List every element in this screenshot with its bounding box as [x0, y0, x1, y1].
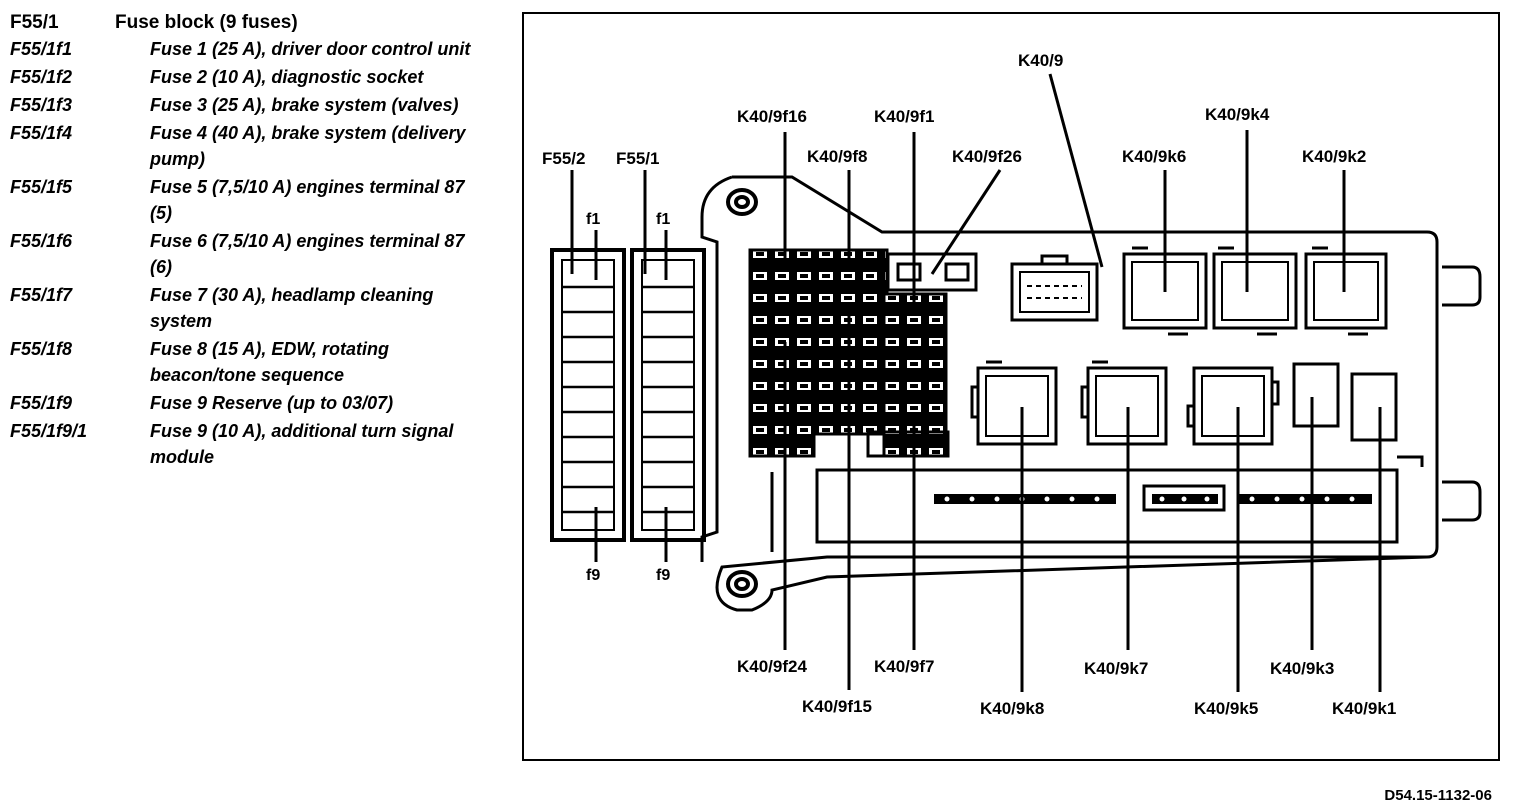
- legend-header-code: F55/1: [10, 12, 59, 33]
- label-k40-9k2: K40/9k2: [1302, 147, 1366, 166]
- reference-code: D54.15-1132-06: [1384, 787, 1492, 804]
- relay-k40-9k4: [1212, 246, 1298, 336]
- fuse-matrix: [748, 248, 950, 458]
- leader-lines: [570, 73, 1382, 692]
- label-k40-9k3: K40/9k3: [1270, 659, 1334, 678]
- legend-desc: Fuse 9 Reserve (up to 03/07): [150, 393, 394, 413]
- relay-k40-9k5: [1186, 366, 1280, 446]
- legend-header-desc: Fuse block (9 fuses): [115, 12, 298, 33]
- legend-code: F55/1f7: [10, 285, 73, 305]
- label-k40-9f8: K40/9f8: [807, 147, 867, 166]
- label-k40-9k6: K40/9k6: [1122, 147, 1186, 166]
- fuse-strip-f55-1: [630, 248, 706, 542]
- fuse-legend: F55/1 Fuse block (9 fuses) F55/1f1 Fuse 1…: [10, 10, 505, 472]
- connector-bar: [934, 484, 1372, 512]
- mounting-hole: [726, 188, 758, 216]
- legend-code: F55/1f6: [10, 231, 73, 251]
- legend-desc: Fuse 9 (10 A), additional turn signal mo…: [150, 421, 454, 467]
- legend-row: F55/1f4 Fuse 4 (40 A), brake system (deli…: [10, 120, 505, 172]
- legend-row: F55/1f6 Fuse 6 (7,5/10 A) engines termina…: [10, 228, 505, 280]
- label-f1-right: f1: [656, 211, 670, 228]
- relay-k40-9k3: [1292, 362, 1340, 428]
- label-k40-9f7: K40/9f7: [874, 657, 934, 676]
- legend-desc: Fuse 4 (40 A), brake system (delivery pu…: [150, 123, 466, 169]
- legend-code: F55/1f5: [10, 177, 73, 197]
- legend-row: F55/1f9 Fuse 9 Reserve (up to 03/07): [10, 390, 505, 416]
- label-k40-9k5: K40/9k5: [1194, 699, 1258, 718]
- legend-header: F55/1 Fuse block (9 fuses): [10, 10, 505, 36]
- legend-row: F55/1f1 Fuse 1 (25 A), driver door contro…: [10, 36, 505, 62]
- legend-row: F55/1f8 Fuse 8 (15 A), EDW, rotating beac…: [10, 336, 505, 388]
- label-k40-9f15: K40/9f15: [802, 697, 872, 716]
- mounting-hole: [726, 570, 758, 598]
- label-k40-9f16: K40/9f16: [737, 107, 807, 126]
- diagram-frame: F55/2 F55/1 f1 f1 f9 f9 K40/9 K40/9f16 K…: [522, 12, 1500, 761]
- label-k40-9k8: K40/9k8: [980, 699, 1044, 718]
- diagram-labels: F55/2 F55/1 f1 f1 f9 f9 K40/9 K40/9f16 K…: [542, 51, 1396, 718]
- legend-code: F55/1f4: [10, 123, 73, 143]
- label-k40-9f24: K40/9f24: [737, 657, 807, 676]
- fuse-box-diagram: F55/2 F55/1 f1 f1 f9 f9 K40/9 K40/9f16 K…: [542, 51, 1482, 718]
- legend-code: F55/1f9/1: [10, 421, 88, 441]
- legend-row: F55/1f2 Fuse 2 (10 A), diagnostic socket: [10, 64, 505, 90]
- label-f9-right: f9: [656, 567, 670, 584]
- legend-code: F55/1f2: [10, 67, 73, 87]
- legend-desc: Fuse 7 (30 A), headlamp cleaning system: [150, 285, 434, 331]
- legend-desc: Fuse 2 (10 A), diagnostic socket: [150, 67, 424, 87]
- label-k40-9k7: K40/9k7: [1084, 659, 1148, 678]
- legend-desc: Fuse 5 (7,5/10 A) engines terminal 87 (5…: [150, 177, 465, 223]
- label-f1-left: f1: [586, 211, 600, 228]
- label-f9-left: f9: [586, 567, 600, 584]
- label-k40-9f26: K40/9f26: [952, 147, 1022, 166]
- relay-k40-9k8: [970, 360, 1058, 446]
- legend-row: F55/1f9/1 Fuse 9 (10 A), additional turn …: [10, 418, 505, 470]
- label-f55-1: F55/1: [616, 149, 659, 168]
- legend-row: F55/1f5 Fuse 5 (7,5/10 A) engines termina…: [10, 174, 505, 226]
- legend-code: F55/1f8: [10, 339, 73, 359]
- legend-row: F55/1f3 Fuse 3 (25 A), brake system (valv…: [10, 92, 505, 118]
- relay-k40-9k7: [1080, 360, 1168, 446]
- fuse-strip-f55-2: [550, 248, 626, 542]
- legend-desc: Fuse 8 (15 A), EDW, rotating beacon/tone…: [150, 339, 390, 385]
- connector-k40-9: [1010, 254, 1099, 322]
- label-k40-9k1: K40/9k1: [1332, 699, 1396, 718]
- label-k40-9: K40/9: [1018, 51, 1063, 70]
- label-k40-9k4: K40/9k4: [1205, 105, 1270, 124]
- label-k40-9f1: K40/9f1: [874, 107, 934, 126]
- legend-desc: Fuse 1 (25 A), driver door control unit: [150, 39, 471, 59]
- label-f55-2: F55/2: [542, 149, 585, 168]
- legend-row: F55/1f7 Fuse 7 (30 A), headlamp cleaning …: [10, 282, 505, 334]
- legend-code: F55/1f3: [10, 95, 73, 115]
- connector-k40-9f26: [886, 252, 978, 292]
- legend-code: F55/1f1: [10, 39, 73, 59]
- legend-desc: Fuse 3 (25 A), brake system (valves): [150, 95, 459, 115]
- relay-k40-9k1: [1350, 372, 1398, 442]
- relay-k40-9k2: [1304, 246, 1388, 336]
- legend-desc: Fuse 6 (7,5/10 A) engines terminal 87 (6…: [150, 231, 465, 277]
- legend-code: F55/1f9: [10, 393, 73, 413]
